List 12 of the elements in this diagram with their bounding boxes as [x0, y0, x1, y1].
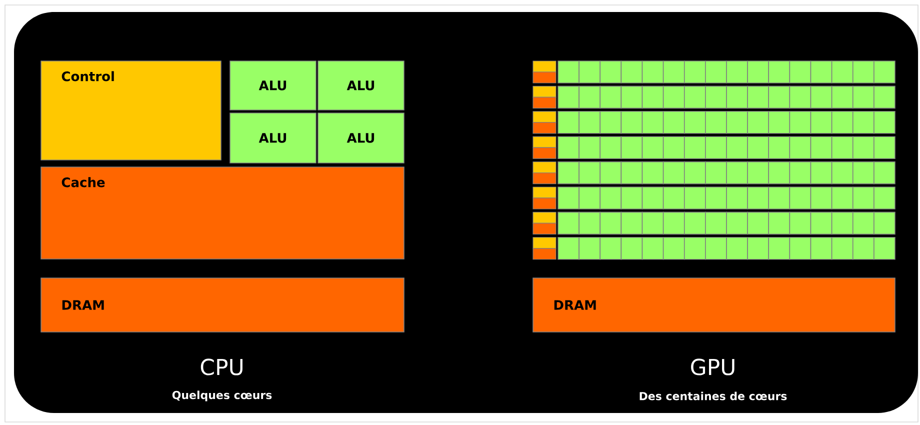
memory-box: DRAM: [532, 278, 896, 332]
memory-box: Cache: [40, 166, 404, 260]
control-box: Control: [40, 60, 222, 160]
memory-box: DRAM: [40, 278, 404, 332]
chip-caption: Quelques cœurs: [172, 390, 272, 402]
alu-box: ALU: [230, 112, 316, 164]
chip-caption: Des centaines de cœurs: [640, 392, 787, 400]
chip-name: GPU: [691, 358, 734, 376]
chip-name: CPU: [200, 358, 242, 376]
alu-box: ALU: [318, 112, 404, 164]
alu-box: ALU: [318, 60, 404, 110]
alu-box: ALU: [230, 60, 316, 110]
